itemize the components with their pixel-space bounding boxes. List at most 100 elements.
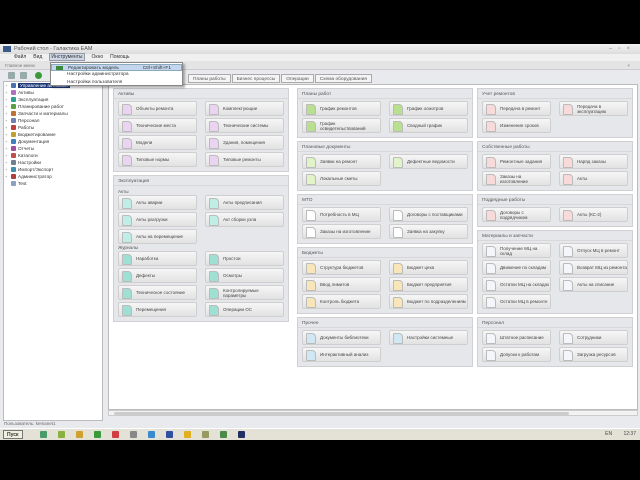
start-button[interactable]: Пуск: [3, 430, 23, 439]
shortcut-button[interactable]: Движение по складам: [482, 260, 551, 275]
shortcut-button[interactable]: Потребность в МЦ: [302, 207, 381, 222]
shortcut-button[interactable]: Акты на перемещение: [118, 229, 197, 244]
taskbar-app-icon[interactable]: [76, 431, 83, 438]
taskbar-app-icon[interactable]: [166, 431, 173, 438]
shortcut-button[interactable]: Дефектные ведомости: [389, 154, 468, 169]
taskbar-app-icon[interactable]: [94, 431, 101, 438]
shortcut-button[interactable]: Структура бюджетов: [302, 260, 381, 275]
tree-item[interactable]: +Отчеты: [4, 145, 102, 152]
shortcut-button[interactable]: Технические места: [118, 118, 197, 133]
expand-icon[interactable]: +: [5, 160, 8, 165]
shortcut-button[interactable]: Акт сборки узла: [205, 212, 284, 227]
expand-icon[interactable]: +: [5, 97, 8, 102]
tree-item[interactable]: +Администратор: [4, 173, 102, 180]
shortcut-button[interactable]: Наработка: [118, 251, 197, 266]
expand-icon[interactable]: +: [5, 146, 8, 151]
shortcut-button[interactable]: Бюджет по подразделениям: [389, 294, 468, 309]
shortcut-button[interactable]: График ремонтов: [302, 101, 381, 116]
shortcut-button[interactable]: Модели: [118, 135, 197, 150]
tree-item[interactable]: +Импорт/Экспорт: [4, 166, 102, 173]
shortcut-button[interactable]: Технические системы: [205, 118, 284, 133]
shortcut-button[interactable]: Заказы на изготовление: [482, 171, 551, 186]
dropdown-item[interactable]: Настройки пользователя: [51, 79, 182, 86]
shortcut-button[interactable]: График освидетельствований: [302, 118, 381, 133]
shortcut-button[interactable]: Наряд заказы: [559, 154, 628, 169]
scrollbar-thumb[interactable]: [114, 412, 569, 415]
menu-2[interactable]: Инструменты: [49, 53, 85, 61]
menu-4[interactable]: Помощь: [110, 54, 130, 60]
shortcut-button[interactable]: Типовые нормы: [118, 152, 197, 167]
taskbar-app-icon[interactable]: [112, 431, 119, 438]
tree-item[interactable]: +Планирование работ: [4, 103, 102, 110]
shortcut-button[interactable]: Здания, помещения: [205, 135, 284, 150]
menu-0[interactable]: Файл: [14, 54, 27, 60]
dropdown-item[interactable]: Настройки администратора: [51, 71, 182, 78]
tree-item[interactable]: +Эксплуатация: [4, 96, 102, 103]
shortcut-button[interactable]: Техническое состояние: [118, 285, 197, 300]
shortcut-button[interactable]: Получение МЦ на склад: [482, 243, 551, 258]
tab[interactable]: Схема оборудования: [314, 74, 372, 83]
shortcut-button[interactable]: Остатки МЦ на складах: [482, 277, 551, 292]
shortcut-button[interactable]: Дефекты: [118, 268, 197, 283]
shortcut-button[interactable]: Акты (КС-2): [559, 207, 628, 222]
shortcut-button[interactable]: Сводный график: [389, 118, 468, 133]
shortcut-button[interactable]: Осмотры: [205, 268, 284, 283]
shortcut-button[interactable]: Операции ОС: [205, 302, 284, 317]
taskbar-app-icon[interactable]: [220, 431, 227, 438]
expand-icon[interactable]: +: [5, 118, 8, 123]
taskbar-app-icon[interactable]: [202, 431, 209, 438]
shortcut-button[interactable]: Комплектующие: [205, 101, 284, 116]
tree-item[interactable]: +Документация: [4, 138, 102, 145]
shortcut-button[interactable]: Ремонтные задания: [482, 154, 551, 169]
shortcut-button[interactable]: Отпуск МЦ в ремонт: [559, 243, 628, 258]
horizontal-scrollbar[interactable]: [108, 410, 638, 416]
taskbar-app-icon[interactable]: [40, 431, 47, 438]
tree-item[interactable]: +Настройки: [4, 159, 102, 166]
menu-1[interactable]: Вид: [33, 54, 43, 60]
shortcut-button[interactable]: Акты: [559, 171, 628, 186]
shortcut-button[interactable]: Загрузка ресурсов: [559, 347, 628, 362]
collapse-icon[interactable]: [8, 72, 15, 79]
taskbar-app-icon[interactable]: [58, 431, 65, 438]
expand-icon[interactable]: +: [5, 90, 8, 95]
expand-icon[interactable]: +: [5, 104, 8, 109]
tree-item[interactable]: +Работы: [4, 124, 102, 131]
shortcut-button[interactable]: Бюджет предприятия: [389, 277, 468, 292]
close-panel-icon[interactable]: ×: [627, 63, 630, 68]
shortcut-button[interactable]: Контроль бюджета: [302, 294, 381, 309]
shortcut-button[interactable]: Заявки на ремонт: [302, 154, 381, 169]
expand-icon[interactable]: +: [5, 132, 8, 137]
expand-icon[interactable]: +: [5, 83, 8, 88]
shortcut-button[interactable]: Настройки системные: [389, 330, 468, 345]
shortcut-button[interactable]: Ввод лимитов: [302, 277, 381, 292]
shortcut-button[interactable]: Передача в эксплуатацию: [559, 101, 628, 116]
shortcut-button[interactable]: Акты на списание: [559, 277, 628, 292]
tab[interactable]: Операции: [281, 74, 314, 83]
tree-item[interactable]: Test: [4, 180, 102, 187]
shortcut-button[interactable]: Возврат МЦ из ремонта: [559, 260, 628, 275]
tree-item[interactable]: +Запчасти и материалы: [4, 110, 102, 117]
expand-icon[interactable]: +: [5, 111, 8, 116]
shortcut-button[interactable]: Контролируемые параметры: [205, 285, 284, 300]
taskbar-app-icon[interactable]: [238, 431, 245, 438]
window-controls[interactable]: –▫×: [609, 46, 636, 52]
taskbar-app-icon[interactable]: [148, 431, 155, 438]
tab[interactable]: Бизнес процессы: [231, 74, 281, 83]
shortcut-button[interactable]: Акты разгрузки: [118, 212, 197, 227]
shortcut-button[interactable]: Договоры с подрядчиком: [482, 207, 551, 222]
shortcut-button[interactable]: Передача в ремонт: [482, 101, 551, 116]
shortcut-button[interactable]: Документы библиотеки: [302, 330, 381, 345]
expand-icon[interactable]: +: [5, 167, 8, 172]
shortcut-button[interactable]: Изменение сроков: [482, 118, 551, 133]
taskbar-app-icon[interactable]: [130, 431, 137, 438]
shortcut-button[interactable]: Типовые ремонты: [205, 152, 284, 167]
tree-item[interactable]: +Активы: [4, 89, 102, 96]
shortcut-button[interactable]: Простои: [205, 251, 284, 266]
shortcut-button[interactable]: Бюджет цеха: [389, 260, 468, 275]
taskbar-app-icon[interactable]: [184, 431, 191, 438]
tree-item[interactable]: +Персонал: [4, 117, 102, 124]
tab[interactable]: Планы работы: [188, 74, 231, 83]
language-indicator[interactable]: EN: [605, 431, 613, 437]
shortcut-button[interactable]: Штатное расписание: [482, 330, 551, 345]
